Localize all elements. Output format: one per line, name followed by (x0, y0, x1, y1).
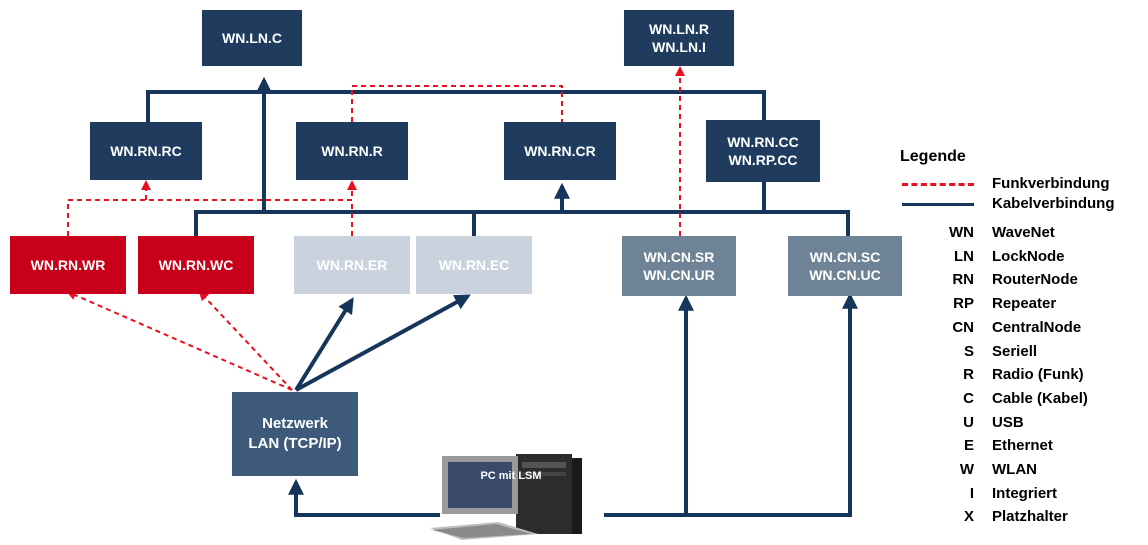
node-label: WN.LN.I (652, 39, 706, 55)
radio-network-to-wc (198, 290, 293, 391)
node-label: LAN (TCP/IP) (248, 435, 342, 452)
node-label: WN.RN.WR (30, 257, 106, 273)
abbreviation-row: I Integriert (900, 485, 1148, 509)
cable-network-to-er (294, 297, 354, 392)
node-wn-rn-er: WN.RN.ER (294, 236, 410, 294)
radio-wr-to-r (67, 180, 357, 236)
node-label: WN.CN.UC (809, 267, 881, 283)
abbreviation-key: R (963, 366, 974, 384)
abbreviation-value: Ethernet (992, 437, 1053, 455)
radio-connections (66, 66, 685, 391)
abbreviation-key: RN (952, 271, 974, 289)
pc-with-lsm: PC mit LSM (428, 452, 594, 540)
node-label: Netzwerk (262, 415, 328, 432)
node-label: WN.LN.C (222, 30, 282, 46)
node-wn-rn-wr: WN.RN.WR (10, 236, 126, 294)
abbreviation-row: LN LockNode (900, 248, 1148, 272)
abbreviation-value: Radio (Funk) (992, 366, 1084, 384)
computer-icon (430, 454, 582, 540)
abbreviation-row: WN WaveNet (900, 224, 1148, 248)
abbreviation-key: S (963, 342, 974, 360)
pc-label: PC mit LSM (480, 470, 542, 482)
legend-radio-row: Funkverbindung (900, 174, 1148, 196)
node-wn-cn-sr: WN.CN.SR WN.CN.UR (622, 236, 736, 296)
radio-line-swatch (902, 183, 974, 186)
node-wn-ln-r: WN.LN.R WN.LN.I (624, 10, 734, 66)
abbreviation-value: Seriell (992, 342, 1038, 360)
cable-pc-to-cn-sc (604, 292, 858, 517)
cable-line-swatch (902, 203, 974, 206)
abbreviation-row: R Radio (Funk) (900, 366, 1148, 390)
node-label: WN.RN.EC (438, 257, 510, 273)
cable-middle-bus (194, 210, 850, 236)
abbreviation-row: C Cable (Kabel) (900, 390, 1148, 414)
abbreviation-key: X (963, 508, 974, 526)
abbreviation-value: WaveNet (992, 224, 1055, 241)
node-label: WN.RN.RC (110, 143, 182, 159)
node-wn-rn-r: WN.RN.R (296, 122, 408, 180)
abbreviation-row: E Ethernet (900, 437, 1148, 461)
node-label: WN.RN.CR (524, 143, 596, 159)
abbreviation-key: I (969, 484, 974, 502)
node-wn-rn-wc: WN.RN.WC (138, 236, 254, 294)
abbreviation-row: RN RouterNode (900, 271, 1148, 295)
node-label: WN.RN.CC (727, 134, 799, 150)
radio-network-to-wr (66, 290, 293, 391)
node-wn-rn-cc: WN.RN.CC WN.RP.CC (706, 120, 820, 182)
node-label: WN.LN.R (649, 21, 709, 37)
abbreviation-value: CentralNode (992, 318, 1082, 336)
node-label: WN.RP.CC (728, 152, 798, 168)
abbreviation-row: RP Repeater (900, 295, 1148, 319)
node-network-lan: Netzwerk LAN (TCP/IP) (232, 392, 358, 476)
legend-cable-row: Kabelverbindung (900, 194, 1148, 216)
legend-title: Legende (900, 148, 966, 165)
node-wn-rn-cr: WN.RN.CR (504, 122, 616, 180)
node-label: WN.RN.R (321, 143, 383, 159)
abbreviation-row: X Platzhalter (900, 508, 1148, 532)
node-label: WN.RN.ER (316, 257, 388, 273)
abbreviation-key: U (963, 413, 974, 431)
abbreviation-key: WN (949, 224, 974, 241)
abbreviation-key: E (963, 437, 974, 455)
abbreviation-value: LockNode (992, 247, 1065, 265)
node-wn-cn-sc: WN.CN.SC WN.CN.UC (788, 236, 902, 296)
cable-connections (146, 76, 858, 517)
abbreviation-value: Platzhalter (992, 508, 1068, 526)
abbreviation-value: RouterNode (992, 271, 1078, 289)
node-wn-rn-rc: WN.RN.RC (90, 122, 202, 180)
abbreviation-key: W (959, 461, 974, 478)
abbreviation-value: Integriert (992, 484, 1058, 502)
node-label: WN.CN.SC (809, 249, 881, 265)
abbreviation-key: RP (953, 295, 974, 313)
abbreviation-value: WLAN (992, 461, 1037, 478)
abbreviation-value: USB (992, 413, 1024, 431)
node-wn-rn-ec: WN.RN.EC (416, 236, 532, 294)
abbreviation-key: C (963, 389, 974, 407)
legend-radio-label: Funkverbindung (992, 175, 1110, 192)
legend-cable-label: Kabelverbindung (992, 195, 1115, 212)
abbreviation-row: CN CentralNode (900, 319, 1148, 343)
cable-network-to-ec (295, 294, 471, 392)
abbreviation-row: W WLAN (900, 461, 1148, 485)
abbreviation-key: CN (952, 318, 974, 336)
abbreviation-key: LN (954, 247, 974, 265)
abbreviation-value: Cable (Kabel) (992, 389, 1088, 407)
node-label: WN.CN.SR (643, 249, 715, 265)
radio-r-to-cr (351, 85, 563, 122)
node-wn-ln-c: WN.LN.C (202, 10, 302, 66)
abbreviation-row: S Seriell (900, 343, 1148, 367)
node-label: WN.CN.UR (643, 267, 715, 283)
node-label: WN.RN.WC (158, 257, 234, 273)
cable-top-bus (146, 90, 766, 122)
cable-pc-to-network (288, 478, 440, 517)
abbreviation-value: Repeater (992, 295, 1057, 313)
abbreviation-row: U USB (900, 414, 1148, 438)
